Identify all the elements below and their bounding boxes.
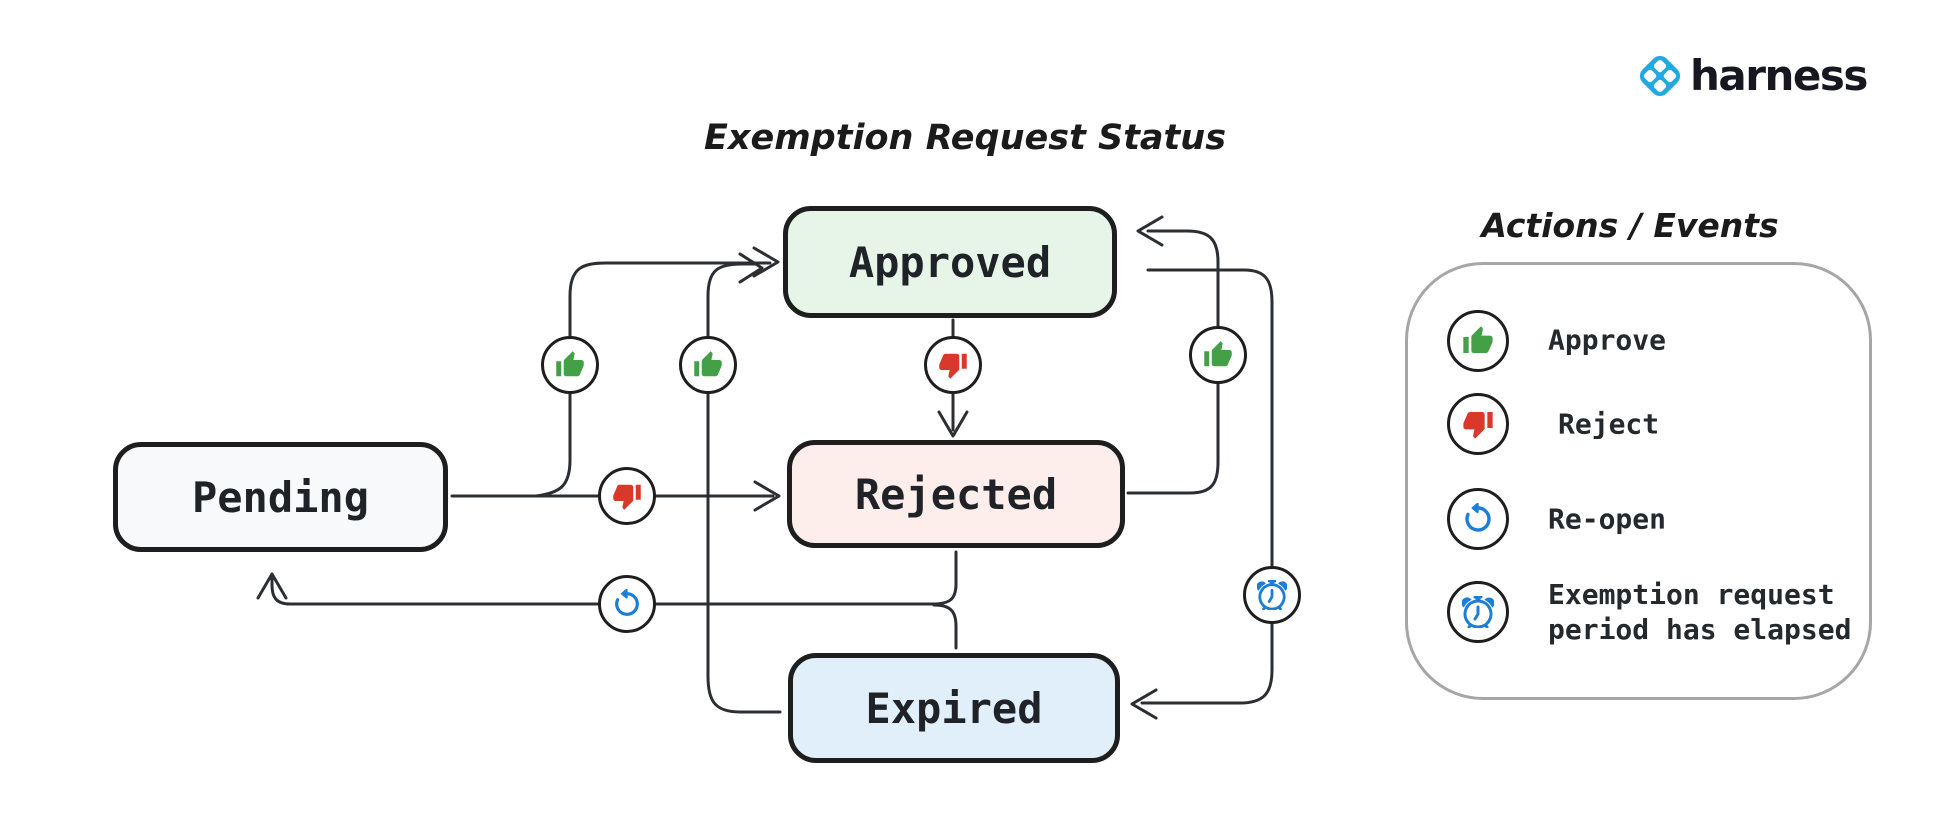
thumbs-down-icon [1463,412,1493,439]
thumbs-up-icon [1204,341,1232,367]
arrow-pending-to-approved [534,261,772,498]
thumbs-down-icon [613,484,641,510]
thumbs-up-icon [694,351,722,377]
state-node-rejected: Rejected [787,440,1125,548]
thumbs-up-icon [1463,326,1493,353]
arrowhead-pending-to-approved [752,246,780,278]
arrowhead-reopen-to-pending [256,572,288,600]
legend-title: Actions / Events [1481,206,1779,245]
state-node-pending: Pending [113,442,448,552]
state-label: Expired [865,683,1043,733]
legend-reopen-circle [1447,488,1509,550]
state-node-approved: Approved [783,206,1117,318]
badge-reject-approved-to-rejected [924,336,982,394]
state-label: Pending [191,472,369,522]
arrow-expired-to-pending [932,603,958,650]
alarm-clock-icon [1462,596,1494,628]
thumbs-down-icon [939,353,967,379]
arrowhead-pending-to-rejected [753,480,781,512]
state-node-expired: Expired [788,653,1120,763]
harness-logo-icon [1639,55,1681,97]
alarm-clock-icon [1257,580,1287,610]
legend-label-reject: Reject [1558,407,1660,441]
harness-logo-text: harness [1690,51,1868,100]
badge-reject-pending-to-rejected [598,467,656,525]
badge-approve-pending-to-approved [541,336,599,394]
diagram-title: Exemption Request Status [703,118,1227,158]
badge-period-elapsed [1243,566,1301,624]
badge-approve-expired-to-approved [679,336,737,394]
legend-alarm-circle [1447,581,1509,643]
legend-reject-circle [1447,393,1509,455]
arrowhead-rejected-to-approved [1136,215,1164,247]
thumbs-up-icon [556,351,584,377]
state-label: Rejected [854,469,1058,519]
legend-label-reopen: Re-open [1548,502,1667,536]
state-label: Approved [848,237,1052,287]
harness-logo: harness [1632,48,1868,104]
badge-reopen-to-pending [598,575,656,633]
badge-approve-rejected-to-approved [1189,326,1247,384]
arrowhead-approved-to-expired [1130,688,1158,720]
legend-label-period-elapsed: Exemption request period has elapsed [1548,578,1852,646]
arrowhead-approved-to-rejected [937,410,969,438]
arrowhead-expired-to-approved [738,252,764,284]
reopen-icon [615,589,639,616]
legend-approve-circle [1447,310,1509,372]
legend-label-approve: Approve [1548,323,1667,357]
arrow-expired-to-approved [706,262,782,714]
arrow-approved-to-expired [1140,268,1274,705]
reopen-icon [1465,503,1491,532]
